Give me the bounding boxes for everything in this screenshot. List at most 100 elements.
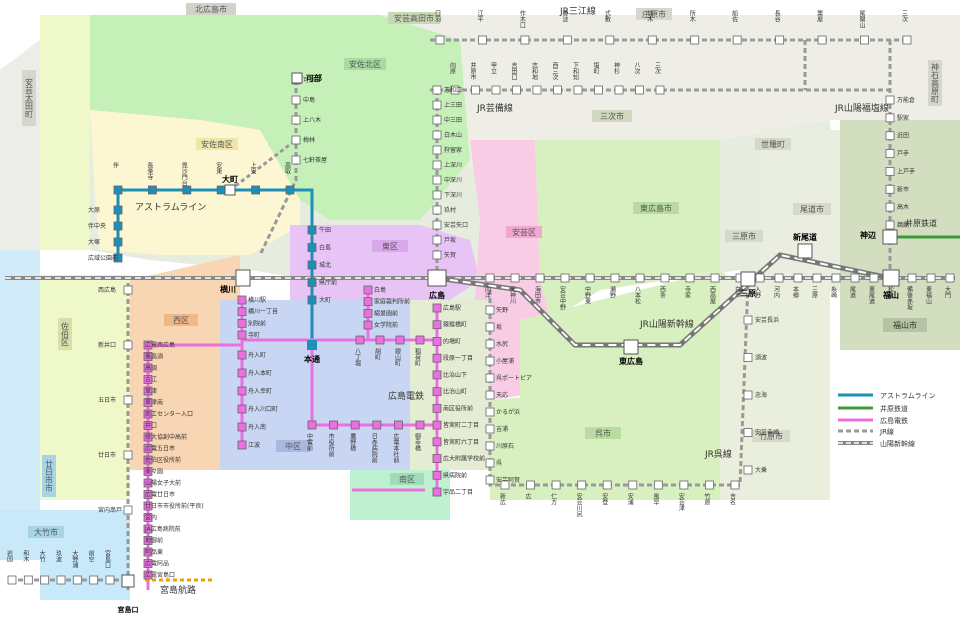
station-marker[interactable] — [7, 575, 17, 585]
station-marker[interactable] — [679, 480, 689, 490]
station-marker[interactable] — [307, 420, 317, 430]
station-marker[interactable] — [730, 480, 740, 490]
station-marker[interactable] — [23, 575, 33, 585]
station-marker[interactable] — [945, 273, 955, 283]
station-marker[interactable] — [885, 131, 895, 141]
station-marker[interactable] — [710, 273, 720, 283]
station-marker[interactable] — [485, 424, 495, 434]
station-marker[interactable] — [291, 115, 301, 125]
station-marker[interactable] — [143, 398, 153, 407]
station-marker[interactable] — [143, 421, 153, 430]
station-marker[interactable] — [143, 386, 153, 396]
station-marker[interactable] — [635, 273, 645, 283]
station-marker[interactable] — [655, 85, 665, 95]
station-marker[interactable] — [485, 407, 495, 417]
station-marker[interactable] — [143, 536, 153, 545]
station-marker[interactable] — [585, 273, 595, 283]
station-marker[interactable] — [553, 85, 562, 95]
station-marker[interactable] — [478, 35, 487, 45]
station-marker[interactable] — [143, 432, 153, 442]
station-marker[interactable] — [143, 547, 153, 557]
station-marker[interactable] — [432, 403, 442, 413]
station-marker[interactable] — [432, 353, 442, 363]
station-marker[interactable] — [602, 480, 612, 490]
station-marker[interactable] — [123, 340, 133, 350]
station-marker[interactable] — [562, 35, 572, 45]
station-marker[interactable] — [685, 273, 695, 283]
station-fukuyama[interactable] — [882, 269, 900, 287]
station-marker[interactable] — [732, 35, 742, 45]
station-marker[interactable] — [329, 420, 339, 430]
station-marker[interactable] — [885, 95, 895, 105]
station-marker[interactable] — [72, 575, 82, 585]
station-marker[interactable] — [363, 297, 373, 307]
station-marker[interactable] — [485, 441, 495, 451]
station-marker[interactable] — [520, 35, 530, 45]
station-hiroshima[interactable] — [427, 269, 447, 287]
station-marker[interactable] — [307, 295, 317, 305]
station-marker[interactable] — [432, 320, 442, 330]
station-hondori[interactable] — [307, 340, 317, 350]
station-marker[interactable] — [143, 363, 153, 373]
station-marker[interactable] — [885, 167, 895, 176]
station-marker[interactable] — [471, 85, 480, 95]
station-marker[interactable] — [237, 350, 247, 360]
station-marker[interactable] — [485, 322, 495, 332]
station-marker[interactable] — [614, 85, 624, 95]
station-marker[interactable] — [291, 135, 301, 145]
station-marker[interactable] — [485, 475, 495, 485]
station-marker[interactable] — [485, 339, 495, 349]
station-marker[interactable] — [432, 190, 442, 200]
station-mihara[interactable] — [740, 271, 756, 287]
station-marker[interactable] — [885, 113, 895, 123]
station-marker[interactable] — [831, 273, 841, 283]
station-marker[interactable] — [432, 160, 442, 170]
station-marker[interactable] — [237, 318, 247, 328]
station-marker[interactable] — [902, 35, 912, 45]
station-marker[interactable] — [143, 501, 153, 511]
station-marker[interactable] — [432, 250, 442, 260]
station-marker[interactable] — [105, 575, 115, 585]
station-miyajimaguchi[interactable] — [121, 574, 135, 588]
station-marker[interactable] — [143, 455, 153, 465]
station-marker[interactable] — [647, 35, 657, 45]
station-marker[interactable] — [237, 440, 247, 450]
station-marker[interactable] — [660, 273, 670, 283]
station-kannabe[interactable] — [882, 229, 898, 245]
station-marker[interactable] — [432, 145, 442, 155]
station-marker[interactable] — [755, 273, 765, 283]
station-ohmachi[interactable] — [224, 184, 236, 196]
station-marker[interactable] — [526, 480, 535, 490]
station-marker[interactable] — [850, 273, 860, 283]
station-marker[interactable] — [147, 185, 157, 195]
station-marker[interactable] — [355, 335, 365, 345]
station-marker[interactable] — [143, 513, 153, 522]
station-marker[interactable] — [869, 273, 879, 283]
station-marker[interactable] — [143, 409, 153, 419]
station-marker[interactable] — [926, 273, 936, 283]
station-marker[interactable] — [143, 524, 153, 534]
station-marker[interactable] — [363, 285, 373, 295]
station-yokogawa[interactable] — [235, 269, 251, 287]
station-marker[interactable] — [182, 185, 192, 195]
station-marker[interactable] — [532, 85, 542, 95]
station-marker[interactable] — [653, 480, 663, 490]
station-marker[interactable] — [123, 450, 133, 460]
station-marker[interactable] — [143, 467, 153, 476]
station-marker[interactable] — [485, 305, 495, 315]
station-marker[interactable] — [512, 85, 521, 95]
station-marker[interactable] — [628, 480, 638, 490]
station-marker[interactable] — [450, 85, 460, 95]
station-higashihiroshima[interactable] — [623, 339, 639, 355]
station-marker[interactable] — [143, 490, 153, 499]
station-marker[interactable] — [610, 273, 620, 283]
station-kabe[interactable] — [291, 72, 303, 84]
station-marker[interactable] — [40, 575, 50, 585]
station-marker[interactable] — [237, 422, 247, 432]
station-marker[interactable] — [485, 390, 495, 400]
station-marker[interactable] — [143, 478, 153, 488]
station-marker[interactable] — [307, 243, 317, 252]
station-marker[interactable] — [143, 375, 153, 384]
station-marker[interactable] — [432, 235, 442, 245]
station-marker[interactable] — [885, 184, 895, 194]
